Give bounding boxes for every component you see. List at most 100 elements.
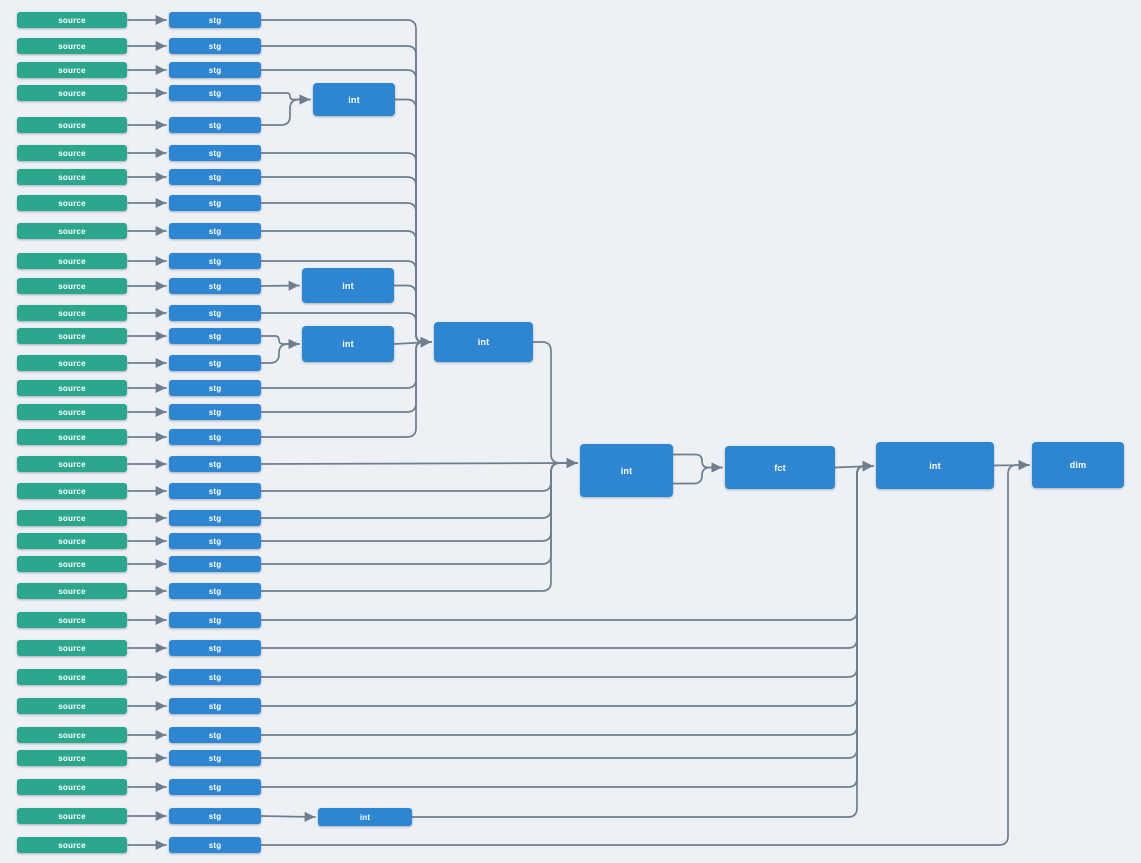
source-node-22[interactable]: source	[17, 556, 127, 572]
source-node-25[interactable]: source	[17, 640, 127, 656]
source-node-1[interactable]: source	[17, 12, 127, 28]
stg-node-29-label: stg	[208, 753, 222, 763]
model-node-dim[interactable]: dim	[1032, 442, 1124, 488]
source-node-9[interactable]: source	[17, 223, 127, 239]
source-node-7[interactable]: source	[17, 169, 127, 185]
source-node-27[interactable]: source	[17, 698, 127, 714]
stg-node-26[interactable]: stg	[169, 669, 261, 685]
stg-node-10[interactable]: stg	[169, 253, 261, 269]
stg-node-12[interactable]: stg	[169, 305, 261, 321]
stg-node-2[interactable]: stg	[169, 38, 261, 54]
stg-node-31[interactable]: stg	[169, 808, 261, 824]
edge-stg-29-int3	[260, 460, 874, 759]
model-node-intD[interactable]: int	[318, 808, 412, 826]
stg-node-29[interactable]: stg	[169, 750, 261, 766]
source-node-4-label: source	[58, 88, 86, 98]
stg-node-1[interactable]: stg	[169, 12, 261, 28]
source-node-24[interactable]: source	[17, 612, 127, 628]
source-node-28[interactable]: source	[17, 727, 127, 743]
stg-node-32[interactable]: stg	[169, 837, 261, 853]
source-node-11[interactable]: source	[17, 278, 127, 294]
source-node-4[interactable]: source	[17, 85, 127, 101]
source-node-14-label: source	[58, 358, 86, 368]
source-node-23[interactable]: source	[17, 583, 127, 599]
stg-node-8[interactable]: stg	[169, 195, 261, 211]
source-node-10[interactable]: source	[17, 253, 127, 269]
source-node-24-label: source	[58, 615, 86, 625]
stg-node-15[interactable]: stg	[169, 380, 261, 396]
stg-node-9[interactable]: stg	[169, 223, 261, 239]
source-node-17[interactable]: source	[17, 429, 127, 445]
stg-node-32-label: stg	[208, 840, 222, 850]
stg-node-5-label: stg	[208, 120, 222, 130]
model-node-intC[interactable]: int	[302, 326, 394, 362]
source-node-8[interactable]: source	[17, 195, 127, 211]
source-node-30-label: source	[58, 782, 86, 792]
source-node-16[interactable]: source	[17, 404, 127, 420]
stg-node-30[interactable]: stg	[169, 779, 261, 795]
source-node-5[interactable]: source	[17, 117, 127, 133]
source-node-6-label: source	[58, 148, 86, 158]
stg-node-23-label: stg	[208, 586, 222, 596]
source-node-28-label: source	[58, 730, 86, 740]
stg-node-22[interactable]: stg	[169, 556, 261, 572]
source-node-26[interactable]: source	[17, 669, 127, 685]
source-node-18[interactable]: source	[17, 456, 127, 472]
stg-node-24-label: stg	[208, 615, 222, 625]
stg-node-6[interactable]: stg	[169, 145, 261, 161]
source-node-31[interactable]: source	[17, 808, 127, 824]
source-node-20[interactable]: source	[17, 510, 127, 526]
stg-node-14[interactable]: stg	[169, 355, 261, 371]
model-node-intA[interactable]: int	[313, 83, 395, 116]
stg-node-11[interactable]: stg	[169, 278, 261, 294]
model-node-int1[interactable]: int	[434, 322, 533, 362]
source-node-30[interactable]: source	[17, 779, 127, 795]
stg-node-28[interactable]: stg	[169, 727, 261, 743]
stg-node-25[interactable]: stg	[169, 640, 261, 656]
source-node-27-label: source	[58, 701, 86, 711]
source-node-6[interactable]: source	[17, 145, 127, 161]
stg-node-27-label: stg	[208, 701, 222, 711]
edge-stg-28-int3	[260, 460, 874, 736]
stg-node-24[interactable]: stg	[169, 612, 261, 628]
stg-node-7-label: stg	[208, 172, 222, 182]
source-node-32[interactable]: source	[17, 837, 127, 853]
source-node-2[interactable]: source	[17, 38, 127, 54]
source-node-29[interactable]: source	[17, 750, 127, 766]
stg-node-30-label: stg	[208, 782, 222, 792]
stg-node-7[interactable]: stg	[169, 169, 261, 185]
stg-node-19[interactable]: stg	[169, 483, 261, 499]
stg-node-13[interactable]: stg	[169, 328, 261, 344]
stg-node-5[interactable]: stg	[169, 117, 261, 133]
stg-node-17[interactable]: stg	[169, 429, 261, 445]
model-node-int2[interactable]: int	[580, 444, 673, 497]
source-node-19[interactable]: source	[17, 483, 127, 499]
stg-node-9-label: stg	[208, 226, 222, 236]
source-node-21[interactable]: source	[17, 533, 127, 549]
stg-node-16[interactable]: stg	[169, 404, 261, 420]
source-node-13[interactable]: source	[17, 328, 127, 344]
stg-node-3[interactable]: stg	[169, 62, 261, 78]
stg-node-20[interactable]: stg	[169, 510, 261, 526]
stg-node-21[interactable]: stg	[169, 533, 261, 549]
stg-node-18[interactable]: stg	[169, 456, 261, 472]
source-node-14[interactable]: source	[17, 355, 127, 371]
model-node-intB[interactable]: int	[302, 268, 394, 303]
source-node-3[interactable]: source	[17, 62, 127, 78]
model-node-int1-label: int	[477, 337, 490, 347]
source-node-19-label: source	[58, 486, 86, 496]
edge-stg-14-intC	[260, 338, 300, 364]
model-node-int3[interactable]: int	[876, 442, 994, 489]
stg-node-4[interactable]: stg	[169, 85, 261, 101]
stg-node-1-label: stg	[208, 15, 222, 25]
model-node-fct[interactable]: fct	[725, 446, 835, 489]
source-node-12[interactable]: source	[17, 305, 127, 321]
source-node-15[interactable]: source	[17, 380, 127, 396]
stg-node-23[interactable]: stg	[169, 583, 261, 599]
edge-stg-7-int1	[260, 176, 432, 348]
model-node-intC-label: int	[342, 339, 354, 349]
stg-node-27[interactable]: stg	[169, 698, 261, 714]
model-node-dim-label: dim	[1069, 460, 1087, 470]
edge-stg-24-int3	[260, 460, 874, 621]
